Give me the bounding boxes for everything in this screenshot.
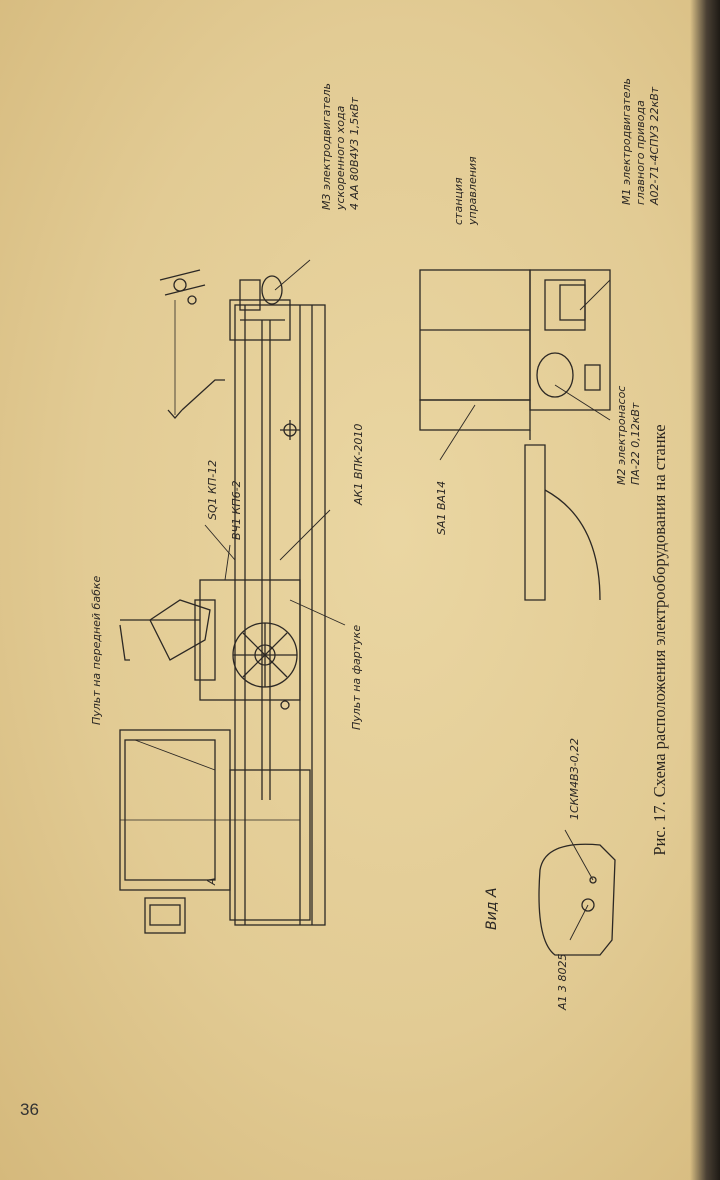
label-remote-apron: Пульт на фартуке [350,625,363,730]
label-remote-front: Пульт на передней бабке [90,575,103,725]
label-m2-line1: М2 электронасос [615,386,628,485]
headstock [119,729,311,934]
crosshair-mark [280,420,300,440]
label-m1-line3: А02-71-4СПУ3 22кВт [648,86,661,206]
label-view-a: Вид А [484,888,500,930]
carriage [119,579,301,710]
label-m1-line2: главного привода [634,100,647,205]
page-number: 36 [20,1100,39,1119]
label-m3-line1: М3 электродвигатель [320,83,333,210]
label-m1-line1: М1 электродвигатель [620,78,633,205]
label-a1: А1 3 8025 [556,953,569,1011]
tailstock [229,275,291,341]
label-m3-line3: 4 АА 80В4У3 1,5кВт [348,97,361,210]
label-station-line2: управления [466,156,479,226]
view-a-shape [538,843,616,956]
label-a-mark: А [205,877,218,886]
page-edge-shadow [690,0,720,1180]
label-lamp: 1СКМ4ВЗ-0,22 [568,738,581,820]
label-sq1: SQ1 КП-12 [206,460,219,520]
figure-caption: Рис. 17. Схема расположения электрообору… [650,424,669,856]
label-sq3: АК1 ВПК-2010 [352,424,365,506]
label-m3-line2: ускоренного хода [334,105,347,211]
label-station-line1: станция [452,177,465,225]
control-station [419,269,611,601]
lathe-bed [234,304,326,926]
label-sa1: SA1 ВА14 [435,481,448,535]
label-m2-line2: ПА-22 0,12кВт [629,402,642,485]
steady-rest [159,269,225,419]
label-sq2: ВЧ1 КП6-2 [230,480,243,540]
